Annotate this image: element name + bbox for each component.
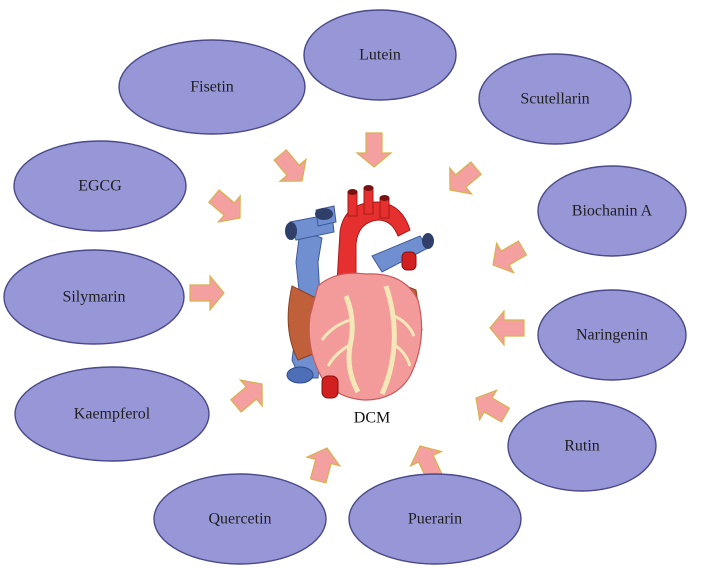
arrow-silymarin [189,274,225,312]
compound-ellipse [303,9,457,101]
compound-ellipse [14,366,210,462]
compound-ellipse [537,165,687,257]
compound-label: Rutin [564,438,600,455]
compound-label: Quercetin [208,511,271,528]
arrow-quercetin [305,447,342,484]
arrow-scutellarin [449,161,483,195]
center-label: DCM [354,410,390,427]
compound-ellipse [13,140,187,232]
compound-label: Naringenin [576,327,648,344]
compound-label: Kaempferol [74,406,151,423]
compound-ellipse [153,473,327,565]
compound-ellipse [537,289,687,381]
arrow-biochanin-a [492,240,528,274]
compound-node-fisetin: Fisetin [118,39,306,135]
arrow-fisetin [273,148,307,182]
compound-node-puerarin: Puerarin [348,473,522,565]
heart-icon [285,185,434,401]
compound-label: Puerarin [408,511,462,528]
compound-label: Scutellarin [520,91,589,108]
compound-node-rutin: Rutin [507,400,657,492]
compound-node-egcg: EGCG [13,140,187,232]
compound-label: Biochanin A [572,203,653,220]
compound-ellipse [118,39,306,135]
compound-ellipse [3,249,185,345]
arrow-naringenin [489,309,525,347]
compound-node-scutellarin: Scutellarin [478,53,632,145]
arrow-rutin [475,389,511,423]
arrow-lutein [355,132,393,168]
compound-node-silymarin: Silymarin [3,249,185,345]
compound-label: EGCG [78,178,122,195]
compound-ellipse [507,400,657,492]
compound-node-naringenin: Naringenin [537,289,687,381]
compound-label: Silymarin [62,289,125,306]
compound-label: Lutein [359,47,401,64]
compound-node-biochanin-a: Biochanin A [537,165,687,257]
compound-label: Fisetin [190,79,234,96]
compound-node-kaempferol: Kaempferol [14,366,210,462]
arrows [189,132,528,484]
arrow-egcg [207,189,241,223]
compound-ellipse [478,53,632,145]
compound-node-lutein: Lutein [303,9,457,101]
compound-ellipse [348,473,522,565]
compound-node-quercetin: Quercetin [153,473,327,565]
arrow-kaempferol [229,379,263,413]
